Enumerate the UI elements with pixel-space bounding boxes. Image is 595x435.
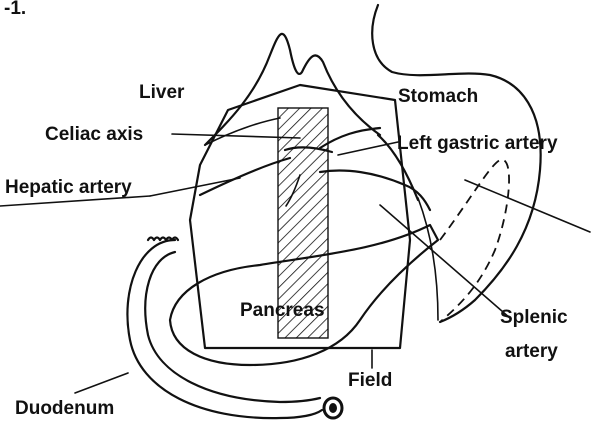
- duodenum-end-inner: [329, 403, 337, 413]
- duodenum-serration: [148, 238, 178, 241]
- label-left-gastric-artery: Left gastric artery: [397, 133, 558, 154]
- left-gastric-artery: [320, 128, 380, 148]
- label-celiac-axis: Celiac axis: [45, 124, 143, 145]
- duodenum-leader: [75, 373, 128, 393]
- corner-mark: -1.: [4, 0, 26, 19]
- label-stomach: Stomach: [398, 86, 478, 107]
- label-pancreas: Pancreas: [240, 300, 325, 321]
- stomach-greater-curve: [418, 198, 438, 320]
- label-splenic: Splenic: [500, 307, 568, 328]
- label-field: Field: [348, 370, 392, 391]
- hepatic-artery: [200, 158, 290, 195]
- label-splenic-artery: artery: [505, 341, 558, 362]
- label-liver: Liver: [139, 82, 185, 103]
- label-hepatic-artery: Hepatic artery: [5, 177, 132, 198]
- label-duodenum: Duodenum: [15, 398, 114, 419]
- left-gastric-leader: [338, 142, 398, 155]
- splenic-artery: [320, 171, 430, 210]
- splenic-leader: [380, 205, 510, 318]
